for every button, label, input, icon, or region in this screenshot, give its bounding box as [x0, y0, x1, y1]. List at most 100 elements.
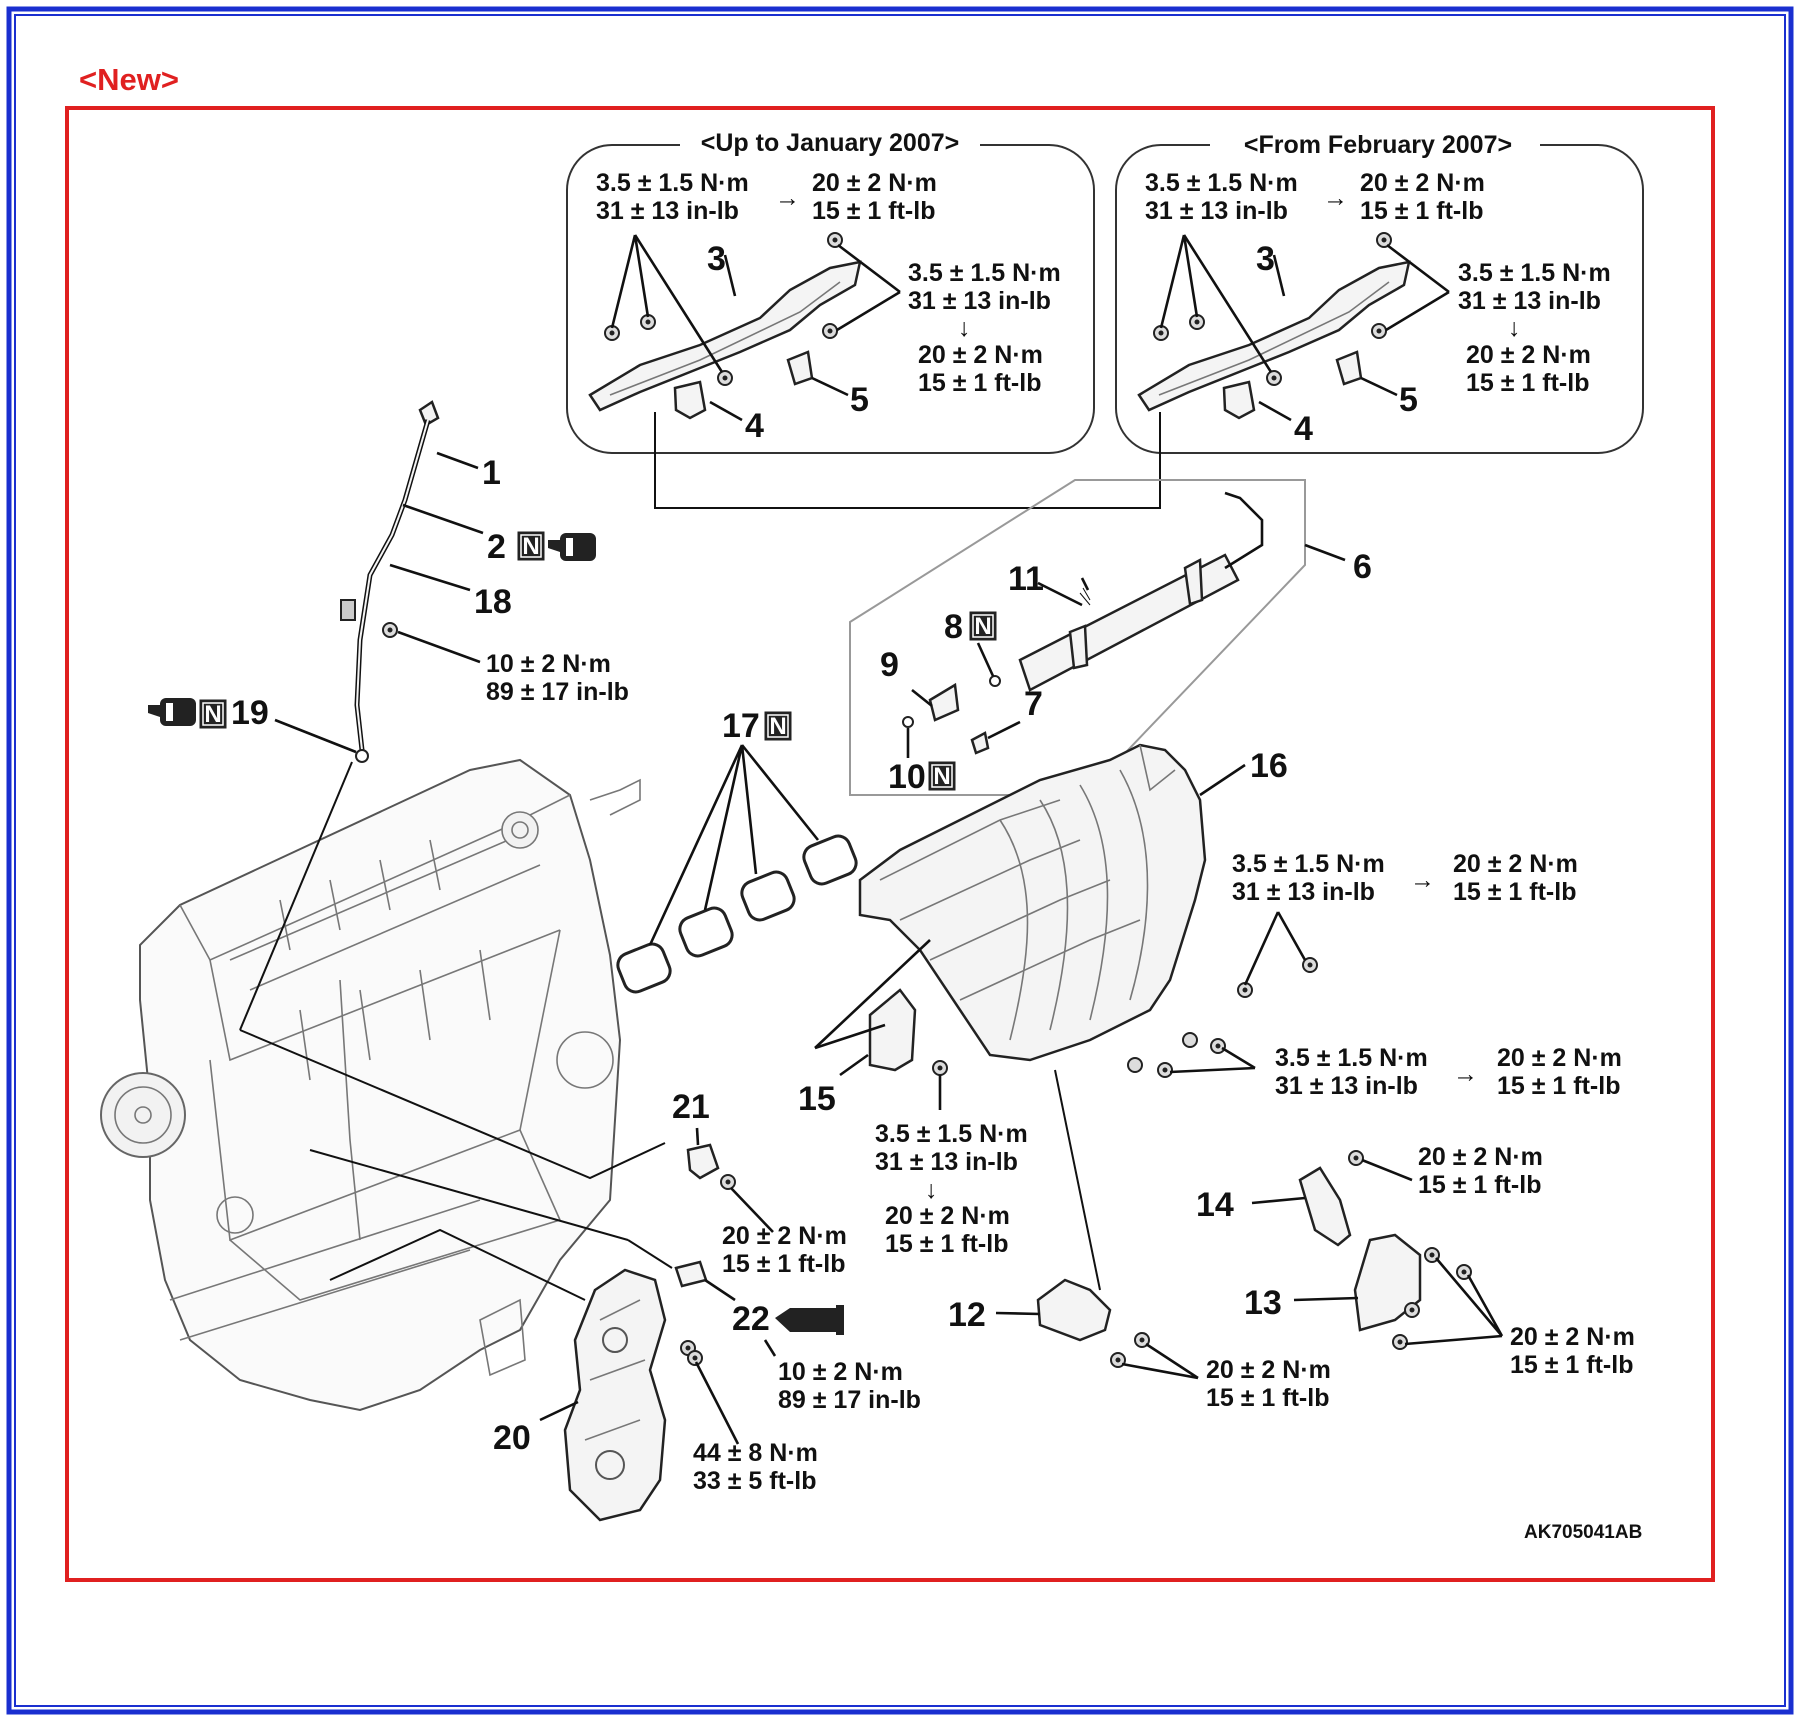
- torque-p22-1: 10 ± 2 N·m: [778, 1358, 903, 1386]
- torque-p12-2: 15 ± 1 ft-lb: [1206, 1384, 1329, 1412]
- torque-p13-1: 20 ± 2 N·m: [1510, 1323, 1635, 1351]
- callout-7: 7: [1024, 685, 1043, 723]
- inset-from-torque-b1: 20 ± 2 N·m: [1360, 169, 1485, 197]
- inset-from-torque-c1: 3.5 ± 1.5 N·m: [1458, 259, 1611, 287]
- part-22-group: 22 10 ± 2 N·m 89 ± 17 in-lb: [309, 1149, 921, 1414]
- leader-19-engine: [239, 761, 353, 1031]
- outer-frame-inner: [14, 14, 1786, 1707]
- torque-p21-2: 15 ± 1 ft-lb: [722, 1250, 845, 1278]
- torque-manifold-mid-b2: 15 ± 1 ft-lb: [1497, 1072, 1620, 1100]
- torque-dipstick-2: 89 ± 17 in-lb: [486, 678, 629, 706]
- callout-21: 21: [672, 1088, 710, 1126]
- inset-up-torque-b2: 15 ± 1 ft-lb: [812, 197, 935, 225]
- inset-from-torque-a1: 3.5 ± 1.5 N·m: [1145, 169, 1298, 197]
- callout-19-new-mark: N: [204, 701, 221, 728]
- torque-bracket15-a2: 31 ± 13 in-lb: [875, 1148, 1018, 1176]
- torque-manifold-mid-arrow: →: [1453, 1060, 1478, 1088]
- oil-can-icon: [148, 698, 196, 726]
- callout-8: 8: [944, 608, 963, 646]
- torque-bracket15-down-arrow: ↓: [925, 1176, 938, 1204]
- outer-frame: [6, 6, 1794, 1715]
- callout-9: 9: [880, 646, 899, 684]
- part-3-bracket-b: [1137, 260, 1411, 412]
- torque-manifold-top-arrow: →: [1410, 866, 1435, 894]
- torque-manifold-mid-a2: 31 ± 13 in-lb: [1275, 1072, 1418, 1100]
- callout-10-new-mark: N: [933, 763, 950, 790]
- red-frame: [65, 106, 1715, 1582]
- part-12-group: 12 20 ± 2 N·m 15 ± 1 ft-lb: [948, 1069, 1331, 1412]
- part-21-group: 21 20 ± 2 N·m 15 ± 1 ft-lb: [239, 1029, 847, 1278]
- callout-8-new-mark: N: [974, 613, 991, 640]
- inset-from-torque-a2: 31 ± 13 in-lb: [1145, 197, 1288, 225]
- torque-bracket15-a1: 3.5 ± 1.5 N·m: [875, 1120, 1028, 1148]
- inset-up-torque-c1: 3.5 ± 1.5 N·m: [908, 259, 1061, 287]
- callout-4-up: 4: [745, 407, 764, 445]
- torque-p13-2: 15 ± 1 ft-lb: [1510, 1351, 1633, 1379]
- callout-15: 15: [798, 1080, 836, 1118]
- callout-11: 11: [1008, 560, 1044, 598]
- inset-from-torque-d1: 20 ± 2 N·m: [1466, 341, 1591, 369]
- callout-14: 14: [1196, 1186, 1234, 1224]
- new-tag: <New>: [79, 62, 179, 97]
- callout-5-up: 5: [850, 381, 869, 419]
- torque-bracket15-b1: 20 ± 2 N·m: [885, 1202, 1010, 1230]
- torque-dipstick-1: 10 ± 2 N·m: [486, 650, 611, 678]
- torque-p14-1: 20 ± 2 N·m: [1418, 1143, 1543, 1171]
- callout-22: 22: [732, 1300, 770, 1338]
- callout-20: 20: [493, 1419, 531, 1457]
- torque-p12-1: 20 ± 2 N·m: [1206, 1356, 1331, 1384]
- inset-up-torque-d2: 15 ± 1 ft-lb: [918, 369, 1041, 397]
- torque-bracket15-b2: 15 ± 1 ft-lb: [885, 1230, 1008, 1258]
- inset-up-torque-d1: 20 ± 2 N·m: [918, 341, 1043, 369]
- engine-block: [100, 758, 641, 1412]
- inset-from-feb-2007: <From February 2007> 3.5 ± 1.5 N·m 31 ± …: [1115, 128, 1644, 454]
- callout-12: 12: [948, 1296, 986, 1334]
- torque-manifold-top-b1: 20 ± 2 N·m: [1453, 850, 1578, 878]
- figure-code: AK705041AB: [1524, 1522, 1642, 1543]
- part-16-manifold: [858, 743, 1207, 1062]
- inset-up-torque-b1: 20 ± 2 N·m: [812, 169, 937, 197]
- callout-13: 13: [1244, 1284, 1282, 1322]
- torque-p21-1: 20 ± 2 N·m: [722, 1222, 847, 1250]
- callout-4-from: 4: [1294, 410, 1313, 448]
- dipstick-group: 1 2 N 18 10 ± 2 N·m 89 ± 17 in-lb N 19: [148, 400, 629, 763]
- inset-up-torque-a2: 31 ± 13 in-lb: [596, 197, 739, 225]
- bracket-15-group: 15 3.5 ± 1.5 N·m 31 ± 13 in-lb ↓ 20 ± 2 …: [798, 939, 1028, 1258]
- torque-manifold-top-a2: 31 ± 13 in-lb: [1232, 878, 1375, 906]
- torque-p20-1: 44 ± 8 N·m: [693, 1439, 818, 1467]
- torque-p14-2: 15 ± 1 ft-lb: [1418, 1171, 1541, 1199]
- part-13-group: 13 20 ± 2 N·m 15 ± 1 ft-lb: [1244, 1233, 1635, 1379]
- inset-up-torque-a1: 3.5 ± 1.5 N·m: [596, 169, 749, 197]
- inset-connector: [654, 412, 1161, 509]
- callout-6: 6: [1353, 548, 1372, 586]
- inset-header-from: <From February 2007>: [1244, 131, 1512, 159]
- part-9-injector: [928, 682, 960, 722]
- callout-1: 1: [482, 454, 501, 492]
- callout-3-up: 3: [707, 240, 726, 278]
- oil-can-icon: [548, 533, 596, 561]
- torque-p22-2: 89 ± 17 in-lb: [778, 1386, 921, 1414]
- inset-from-torque-b2: 15 ± 1 ft-lb: [1360, 197, 1483, 225]
- inset-from-down-arrow: ↓: [1508, 314, 1521, 342]
- part-20-group: 20 44 ± 8 N·m 33 ± 5 ft-lb: [329, 1228, 818, 1522]
- inset-up-down-arrow: ↓: [958, 314, 971, 342]
- callout-17-new-mark: N: [769, 713, 786, 740]
- inset-header-up-to: <Up to January 2007>: [701, 129, 959, 157]
- torque-manifold-mid-b1: 20 ± 2 N·m: [1497, 1044, 1622, 1072]
- inset-from-arrow: →: [1323, 184, 1348, 212]
- inset-up-to-jan-2007: <Up to January 2007> 3.5 ± 1.5 N·m 31 ± …: [566, 128, 1095, 454]
- inset-from-torque-d2: 15 ± 1 ft-lb: [1466, 369, 1589, 397]
- inset-up-torque-c2: 31 ± 13 in-lb: [908, 287, 1051, 315]
- part-3-bracket: [588, 260, 862, 412]
- intake-manifold: 16 3.5 ± 1.5 N·m 31 ± 13 in-lb → 20 ± 2 …: [858, 743, 1622, 1100]
- inset-up-arrow: →: [775, 184, 800, 212]
- sealant-tube-icon: [775, 1305, 844, 1335]
- part-14-group: 14 20 ± 2 N·m 15 ± 1 ft-lb: [1196, 1143, 1543, 1247]
- callout-2: 2: [487, 528, 506, 566]
- torque-p20-2: 33 ± 5 ft-lb: [693, 1467, 816, 1495]
- callout-3-from: 3: [1256, 240, 1275, 278]
- callout-16: 16: [1250, 747, 1288, 785]
- callout-2-new-mark: N: [522, 533, 539, 560]
